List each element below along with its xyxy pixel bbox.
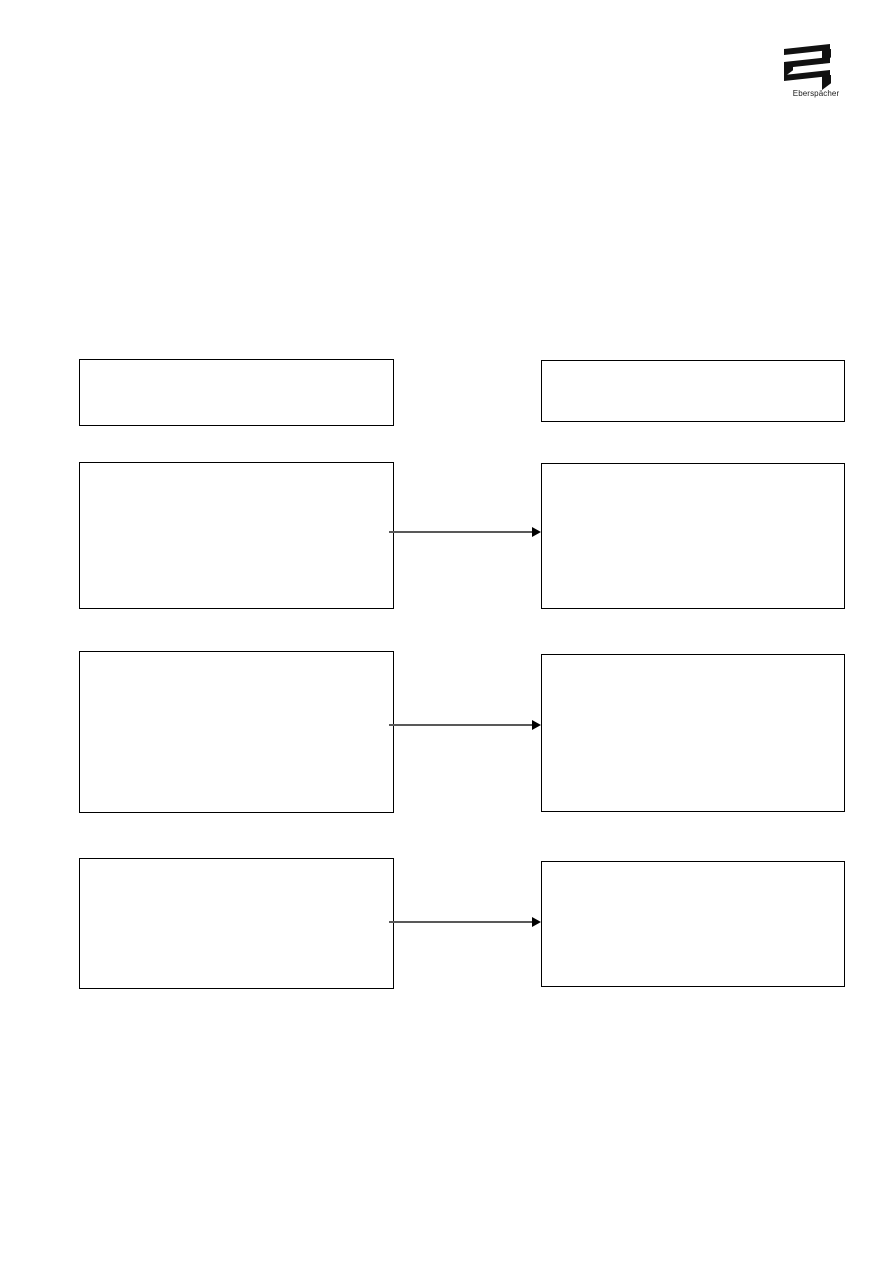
flow-connector-row2 [389,527,541,537]
flow-box-row3-left[interactable] [79,651,394,813]
logo-bar-bottom-icon [784,70,830,81]
arrow-head-right-icon [532,527,541,537]
flow-box-row3-right[interactable] [541,654,845,812]
connector-line-row3 [389,724,532,726]
logo-bar-middle-icon [784,57,830,68]
connector-line-row4 [389,921,532,923]
flow-connector-row4 [389,917,541,927]
flow-box-row2-left[interactable] [79,462,394,609]
logo-bar-top-icon [784,44,830,55]
arrow-head-right-icon [532,720,541,730]
logo-link-two-icon [784,62,793,77]
flow-box-row4-left[interactable] [79,858,394,989]
arrow-head-right-icon [532,917,541,927]
flow-box-row1-left[interactable] [79,359,394,426]
flow-connector-row3 [389,720,541,730]
flow-box-row1-right[interactable] [541,360,845,422]
flow-box-row4-right[interactable] [541,861,845,987]
connector-line-row2 [389,531,532,533]
flow-box-row2-right[interactable] [541,463,845,609]
logo-wordmark: Eberspächer [792,89,840,98]
eberspacher-logo: Eberspächer [778,42,854,104]
logo-link-three-icon [822,75,831,90]
logo-link-one-icon [822,49,831,64]
eberspacher-logo-mark-icon [778,42,854,90]
